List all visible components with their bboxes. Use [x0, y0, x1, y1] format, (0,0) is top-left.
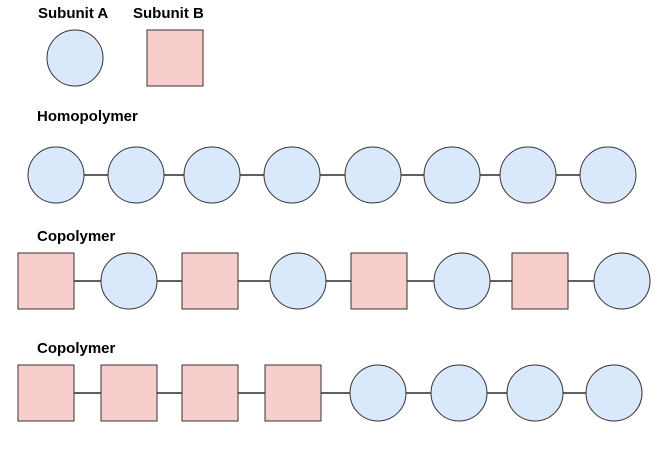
subunit-b-square — [264, 364, 322, 422]
subunit-a-circle — [433, 252, 491, 310]
subunit-a-circle — [585, 364, 643, 422]
row-title-copolymer-block: Copolymer — [37, 340, 116, 357]
subunit-a-circle — [100, 252, 158, 310]
subunit-b-square — [350, 252, 408, 310]
subunit-a-circle — [183, 146, 241, 204]
legend-subunit-a-circle — [46, 29, 104, 87]
subunit-b-square — [100, 364, 158, 422]
subunit-a-circle — [269, 252, 327, 310]
subunit-a-circle — [423, 146, 481, 204]
subunit-b-square — [181, 252, 239, 310]
row-title-homopolymer: Homopolymer — [37, 108, 138, 125]
subunit-a-circle — [349, 364, 407, 422]
subunit-a-circle — [430, 364, 488, 422]
subunit-a-circle — [27, 146, 85, 204]
alternating-copolymer-chain — [17, 252, 651, 310]
subunit-b-square — [511, 252, 569, 310]
subunit-a-circle — [499, 146, 557, 204]
subunit-a-circle — [263, 146, 321, 204]
subunit-a-circle — [593, 252, 651, 310]
subunit-a-circle — [579, 146, 637, 204]
subunit-a-circle — [107, 146, 165, 204]
homopolymer-chain — [27, 146, 637, 204]
block-copolymer-chain — [17, 364, 643, 422]
subunit-b-square — [181, 364, 239, 422]
subunit-a-circle — [344, 146, 402, 204]
subunit-b-square — [17, 364, 75, 422]
subunit-a-circle — [506, 364, 564, 422]
legend-label-subunit-b: Subunit B — [133, 5, 204, 22]
legend-label-subunit-a: Subunit A — [38, 5, 108, 22]
subunit-b-square — [17, 252, 75, 310]
row-title-copolymer-alternating: Copolymer — [37, 228, 116, 245]
legend-subunit-b-square — [146, 29, 204, 87]
